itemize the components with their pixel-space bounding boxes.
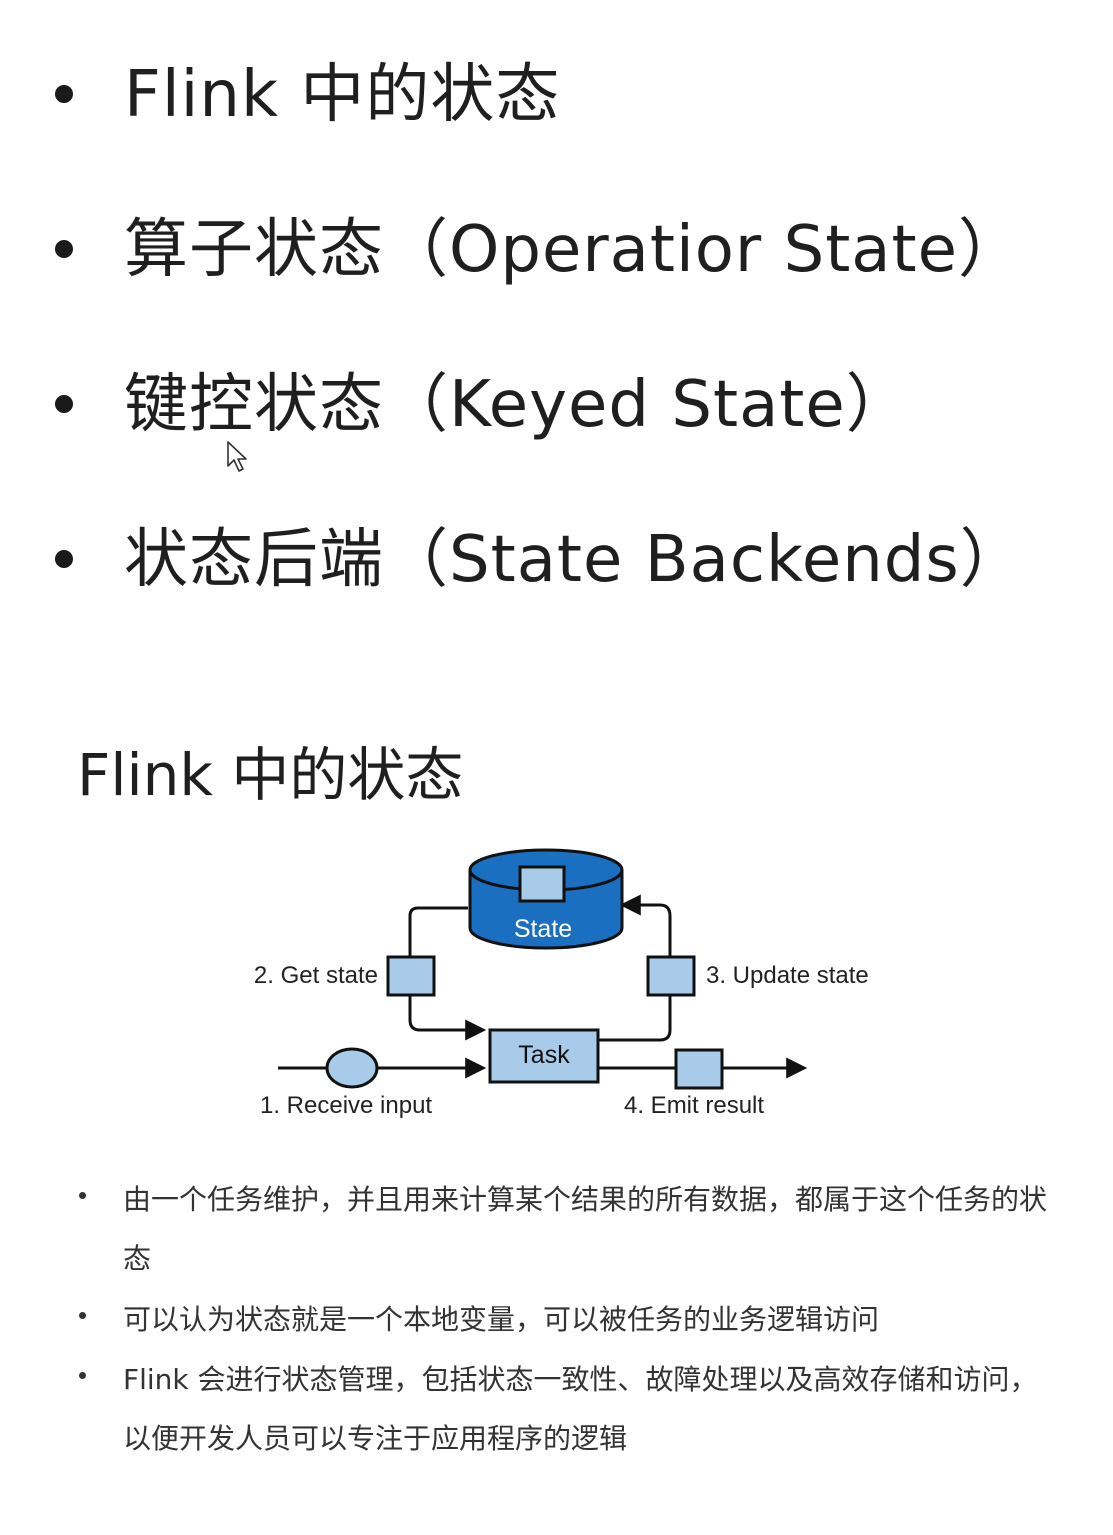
bullet-dot — [79, 1372, 86, 1379]
bullet-item-operator-state: 算子状态（Operatior State） — [0, 200, 1113, 300]
bullet-text: 键控状态（Keyed State） — [124, 368, 911, 442]
list-item-text: Flink 会进行状态管理，包括状态一致性、故障处理以及高效存储和访问，以便开发… — [123, 1363, 1038, 1455]
bullet-dot — [55, 85, 73, 103]
task-box — [488, 1028, 600, 1084]
output-record-box — [674, 1048, 724, 1090]
step-4-label: 4. Emit result — [624, 1092, 764, 1119]
bullet-text: Flink 中的状态 — [124, 58, 561, 132]
step-1-label: 1. Receive input — [260, 1092, 432, 1119]
input-record — [325, 1047, 379, 1089]
bullet-dot — [55, 550, 73, 568]
state-label: State — [514, 915, 572, 943]
bullet-text: 算子状态（Operatior State） — [124, 213, 1023, 287]
update-state-box — [646, 955, 696, 997]
state-cylinder-icon — [468, 848, 624, 950]
list-item-text: 由一个任务维护，并且用来计算某个结果的所有数据，都属于这个任务的状态 — [123, 1183, 1048, 1275]
bullet-dot — [55, 240, 73, 258]
bullet-item-keyed-state: 键控状态（Keyed State） — [0, 355, 1113, 455]
bullet-text: 状态后端（State Backends） — [124, 523, 1025, 597]
step-2-label: 2. Get state — [254, 962, 378, 989]
mouse-cursor-icon — [227, 441, 247, 472]
bullet-item-state-backends: 状态后端（State Backends） — [0, 510, 1113, 610]
list-item-text: 可以认为状态就是一个本地变量，可以被任务的业务逻辑访问 — [123, 1303, 880, 1336]
task-label: Task — [518, 1041, 570, 1069]
step-3-label: 3. Update state — [706, 962, 869, 989]
section-title: Flink 中的状态 — [77, 741, 464, 809]
bullet-dot — [79, 1192, 86, 1199]
bullet-dot — [79, 1312, 86, 1319]
get-state-box — [386, 955, 436, 997]
state-diagram: State Task 2. Get state 3. Update state … — [254, 848, 869, 1119]
bullet-dot — [55, 395, 73, 413]
bullet-item-flink-state: Flink 中的状态 — [0, 45, 1113, 145]
